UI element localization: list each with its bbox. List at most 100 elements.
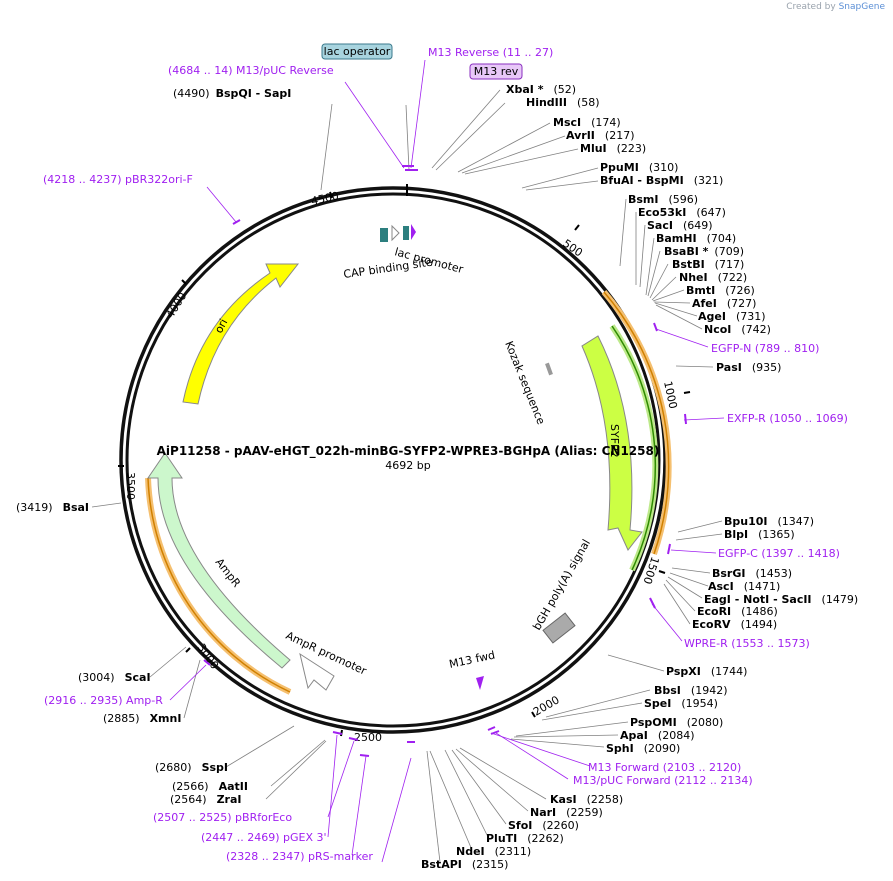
m13-fwd-feature[interactable]	[476, 676, 484, 690]
svg-text:SpeI(1954): SpeI(1954)	[644, 697, 718, 710]
primer-leaders	[169, 59, 725, 863]
svg-text:BbsI(1942): BbsI(1942)	[654, 684, 727, 697]
left-site-labels: (4490)BspQI - SapI (3419)BsaI (3004)ScaI…	[16, 87, 291, 806]
svg-text:AvrII(217): AvrII(217)	[566, 129, 635, 142]
m13-rev-badge-label: M13 rev	[474, 65, 519, 78]
svg-text:PasI(935): PasI(935)	[716, 361, 781, 374]
primer-pbrforeco: (2507 .. 2525) pBRforEco	[153, 811, 292, 824]
primer-pbr322ori-f: (4218 .. 4237) pBR322ori-F	[43, 173, 193, 186]
tick-2500: 2500	[354, 731, 382, 744]
tick-1000: 1000	[661, 380, 680, 410]
ampr-feature[interactable]	[147, 452, 291, 669]
leader-lines	[91, 89, 723, 863]
primer-pgex3: (2447 .. 2469) pGEX 3'	[201, 831, 327, 844]
svg-text:(2680)SspI: (2680)SspI	[155, 761, 228, 774]
ampr-label: AmpR	[213, 556, 244, 590]
svg-text:(2564)ZraI: (2564)ZraI	[170, 793, 242, 806]
green-arc-line	[611, 325, 657, 571]
svg-text:HindIII(58): HindIII(58)	[526, 96, 600, 109]
svg-text:EcoRI(1486): EcoRI(1486)	[697, 605, 778, 618]
m13-rev-feature[interactable]	[411, 224, 416, 240]
m13-fwd-label: M13 fwd	[448, 649, 496, 671]
primer-labels: M13 Reverse (11 .. 27) (4684 .. 14) M13/…	[43, 46, 848, 863]
svg-text:SfoI(2260): SfoI(2260)	[508, 819, 579, 832]
svg-text:EagI - NotI - SacII(1479): EagI - NotI - SacII(1479)	[704, 593, 858, 606]
svg-text:NheI(722): NheI(722)	[679, 271, 747, 284]
right-site-labels: XbaI *(52) HindIII(58) MscI(174) AvrII(2…	[421, 83, 858, 871]
plasmid-length: 4692 bp	[385, 459, 430, 472]
svg-text:BmtI(726): BmtI(726)	[686, 284, 755, 297]
svg-text:NcoI(742): NcoI(742)	[704, 323, 771, 336]
svg-text:Bpu10I(1347): Bpu10I(1347)	[724, 515, 814, 528]
primer-prs-marker: (2328 .. 2347) pRS-marker	[226, 850, 373, 863]
syfp2-feature[interactable]	[581, 335, 643, 551]
orange-arc-left-line	[147, 477, 291, 693]
svg-text:(3004)ScaI: (3004)ScaI	[78, 671, 151, 684]
primer-exfp-r: EXFP-R (1050 .. 1069)	[727, 412, 848, 425]
kozak-feature	[545, 362, 553, 376]
svg-text:(3419)BsaI: (3419)BsaI	[16, 501, 89, 514]
lac-promoter-feature[interactable]	[391, 224, 400, 242]
svg-text:AscI(1471): AscI(1471)	[708, 580, 780, 593]
bgh-polya-feature[interactable]	[542, 612, 576, 644]
svg-text:PspOMI(2080): PspOMI(2080)	[630, 716, 723, 729]
orange-arc-right-line	[603, 291, 670, 555]
syfp2-label: SYFP2	[608, 424, 621, 458]
tick-2000: 2000	[531, 693, 562, 718]
snapgene-credit: Created by SnapGene	[786, 2, 885, 12]
cap-binding-feature[interactable]	[380, 228, 388, 242]
lac-operator-badge-label: lac operator	[324, 45, 391, 58]
cap-binding-label: CAP binding site	[343, 256, 434, 281]
svg-text:SphI(2090): SphI(2090)	[606, 742, 680, 755]
svg-text:(2566)AatII: (2566)AatII	[172, 780, 248, 793]
primer-m13-puc-forward: M13/pUC Forward (2112 .. 2134)	[573, 774, 753, 787]
kozak-label: Kozak sequence	[502, 339, 547, 426]
m13-rev-badge[interactable]	[469, 63, 523, 80]
svg-text:BlpI(1365): BlpI(1365)	[724, 528, 795, 541]
svg-text:PspXI(1744): PspXI(1744)	[666, 665, 747, 678]
tick-3500: 3500	[124, 472, 137, 500]
ori-label: ori	[212, 317, 230, 336]
svg-text:BsaBI *(709): BsaBI *(709)	[664, 245, 744, 258]
primer-m13-reverse: M13 Reverse (11 .. 27)	[428, 46, 553, 59]
ampr-promoter-feature[interactable]	[299, 652, 335, 691]
svg-text:(2885)XmnI: (2885)XmnI	[103, 712, 181, 725]
backbone-outer	[119, 186, 667, 734]
svg-text:MscI(174): MscI(174)	[553, 116, 621, 129]
svg-text:MluI(223): MluI(223)	[580, 142, 646, 155]
tick-1500: 1500	[640, 555, 661, 586]
backbone-inner	[125, 192, 661, 728]
ring-ticks	[118, 184, 691, 737]
svg-text:Eco53kI(647): Eco53kI(647)	[638, 206, 726, 219]
svg-text:BfuAI - BspMI(321): BfuAI - BspMI(321)	[600, 174, 723, 187]
svg-text:BamHI(704): BamHI(704)	[656, 232, 736, 245]
svg-text:AgeI(731): AgeI(731)	[698, 310, 766, 323]
svg-text:BstBI(717): BstBI(717)	[672, 258, 744, 271]
svg-text:(4490)BspQI - SapI: (4490)BspQI - SapI	[173, 87, 291, 100]
svg-text:ApaI(2084): ApaI(2084)	[620, 729, 694, 742]
plasmid-title: AiP11258 - pAAV-eHGT_022h-minBG-SYFP2-WP…	[157, 444, 660, 459]
tick-4500: 4500	[310, 189, 340, 208]
primer-marks	[203, 165, 687, 757]
primer-wpre-r: WPRE-R (1553 .. 1573)	[684, 637, 810, 650]
ori-feature[interactable]	[182, 263, 300, 405]
svg-text:PluTI(2262): PluTI(2262)	[486, 832, 564, 845]
svg-text:BsmI(596): BsmI(596)	[628, 193, 698, 206]
svg-text:SacI(649): SacI(649)	[647, 219, 713, 232]
svg-text:NarI(2259): NarI(2259)	[530, 806, 603, 819]
primer-amp-r: (2916 .. 2935) Amp-R	[44, 694, 163, 707]
svg-text:AfeI(727): AfeI(727)	[692, 297, 756, 310]
primer-m13-forward: M13 Forward (2103 .. 2120)	[588, 761, 741, 774]
lac-operator-feature[interactable]	[403, 226, 409, 240]
lac-operator-badge[interactable]	[321, 43, 393, 60]
svg-text:PpuMI(310): PpuMI(310)	[600, 161, 678, 174]
primer-egfp-n: EGFP-N (789 .. 810)	[711, 342, 819, 355]
svg-text:BstAPI(2315): BstAPI(2315)	[421, 858, 508, 871]
primer-egfp-c: EGFP-C (1397 .. 1418)	[718, 547, 840, 560]
svg-text:XbaI *(52): XbaI *(52)	[506, 83, 576, 96]
svg-text:EcoRV(1494): EcoRV(1494)	[692, 618, 777, 631]
svg-text:NdeI(2311): NdeI(2311)	[456, 845, 531, 858]
svg-text:KasI(2258): KasI(2258)	[550, 793, 623, 806]
svg-text:BsrGI(1453): BsrGI(1453)	[712, 567, 792, 580]
